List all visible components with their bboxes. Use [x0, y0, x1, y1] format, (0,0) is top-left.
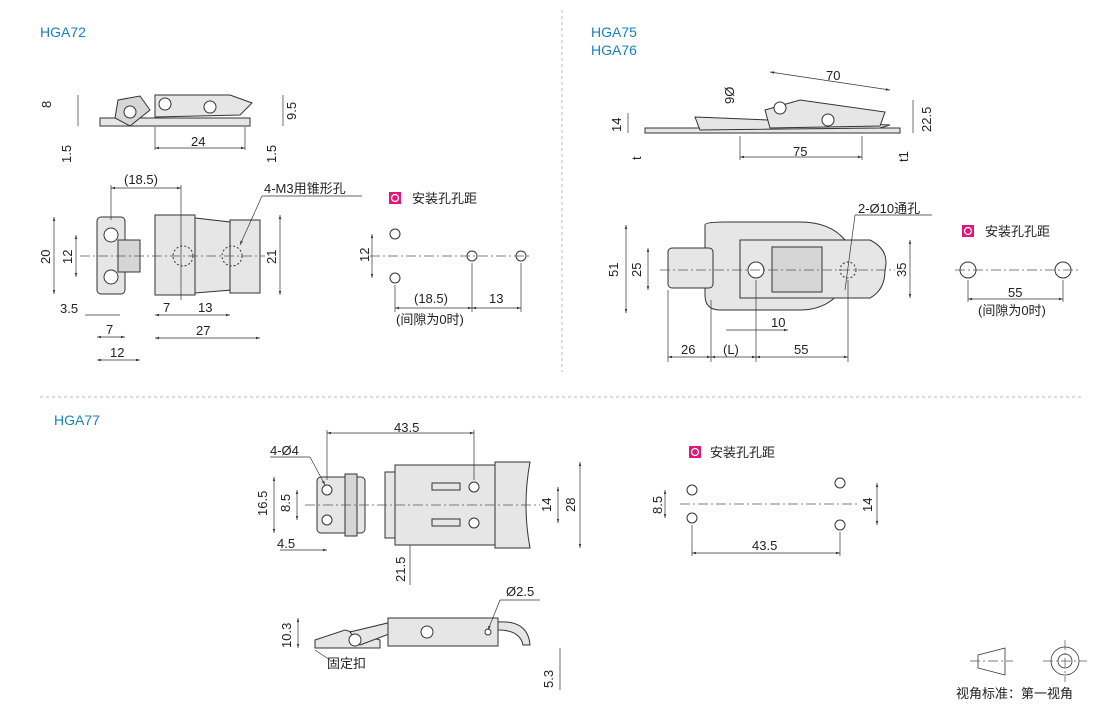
dim-t1: t1 — [896, 151, 911, 162]
dim-55: 55 — [1008, 285, 1022, 300]
dim-55: 55 — [794, 342, 808, 357]
dim-8: 8 — [39, 101, 54, 108]
hole-note: 4-Ø4 — [270, 443, 299, 458]
dim-26: 26 — [681, 342, 695, 357]
mount-legend: 安装孔孔距 — [985, 224, 1050, 239]
dim-1-5: 1.5 — [59, 145, 74, 163]
dim-8-5: 8.5 — [278, 494, 293, 512]
dim-51: 51 — [606, 263, 621, 277]
dim-20: 20 — [38, 250, 53, 264]
dim-10-3: 10.3 — [279, 623, 294, 648]
dim-18-5: (18.5) — [414, 291, 448, 306]
m3-taper-hole-note: 4-M3用锥形孔 — [264, 181, 346, 196]
dim-5-3: 5.3 — [541, 670, 556, 688]
hga77-title: HGA77 — [54, 412, 100, 428]
dim-28: 28 — [563, 498, 578, 512]
hga76-title: HGA76 — [591, 42, 637, 58]
dim-12: 12 — [357, 248, 372, 262]
dim-12: 12 — [110, 345, 124, 360]
hga75-top-view — [624, 214, 932, 362]
dim-43-5: 43.5 — [752, 538, 777, 553]
dim-7: 7 — [163, 300, 170, 315]
fixed-buckle-label: 固定扣 — [327, 656, 366, 671]
hga75-side-view — [627, 71, 914, 160]
dim-L: (L) — [723, 342, 739, 357]
dim-10: 10 — [771, 315, 785, 330]
dim-14: 14 — [539, 498, 554, 512]
gap-note: (间隙为0时) — [978, 303, 1046, 318]
dim-4-5: 4.5 — [277, 536, 295, 551]
dim-9: 9Ø — [722, 87, 737, 104]
dim-14: 14 — [609, 118, 624, 132]
dim-75: 75 — [793, 144, 807, 159]
dim-8-5: 8.5 — [650, 496, 665, 514]
dim-dia-2-5: Ø2.5 — [506, 584, 534, 599]
dim-13: 13 — [489, 291, 503, 306]
dim-12: 12 — [60, 250, 75, 264]
hga75-mount-pattern — [955, 225, 1078, 302]
hga75-title: HGA75 — [591, 24, 637, 40]
first-angle-projection-symbol — [970, 640, 1087, 682]
through-hole-note: 2-Ø10通孔 — [858, 201, 920, 216]
mount-legend: 安装孔孔距 — [412, 191, 477, 206]
dim-21-5: 21.5 — [393, 557, 408, 582]
hga72-title: HGA72 — [40, 24, 86, 40]
hga72-top-view — [52, 185, 362, 362]
hga72-mount-pattern — [370, 192, 530, 312]
projection-label: 视角标准：第一视角 — [956, 686, 1073, 701]
dim-18-5: (18.5) — [124, 172, 158, 187]
gap-note: (间隙为0时) — [396, 312, 464, 327]
dim-43-5: 43.5 — [394, 420, 419, 435]
mount-legend: 安装孔孔距 — [710, 445, 775, 460]
dim-14: 14 — [860, 498, 875, 512]
dim-9-5: 9.5 — [284, 102, 299, 120]
dim-t: t — [629, 156, 644, 160]
dim-25: 25 — [629, 263, 644, 277]
dim-24: 24 — [191, 134, 205, 149]
dim-70: 70 — [826, 68, 840, 83]
dim-22-5: 22.5 — [919, 107, 934, 132]
dim-21: 21 — [264, 250, 279, 264]
dim-1-5: 1.5 — [264, 145, 279, 163]
hga77-mount-pattern — [663, 446, 879, 556]
hga77-side-view — [296, 599, 561, 690]
dim-27: 27 — [196, 323, 210, 338]
dim-35: 35 — [894, 263, 909, 277]
hga72-side-view — [77, 94, 284, 150]
hga77-top-view — [270, 430, 582, 585]
dim-16-5: 16.5 — [255, 491, 270, 516]
dim-7: 7 — [106, 322, 113, 337]
dim-3-5: 3.5 — [60, 301, 78, 316]
dim-13: 13 — [198, 300, 212, 315]
